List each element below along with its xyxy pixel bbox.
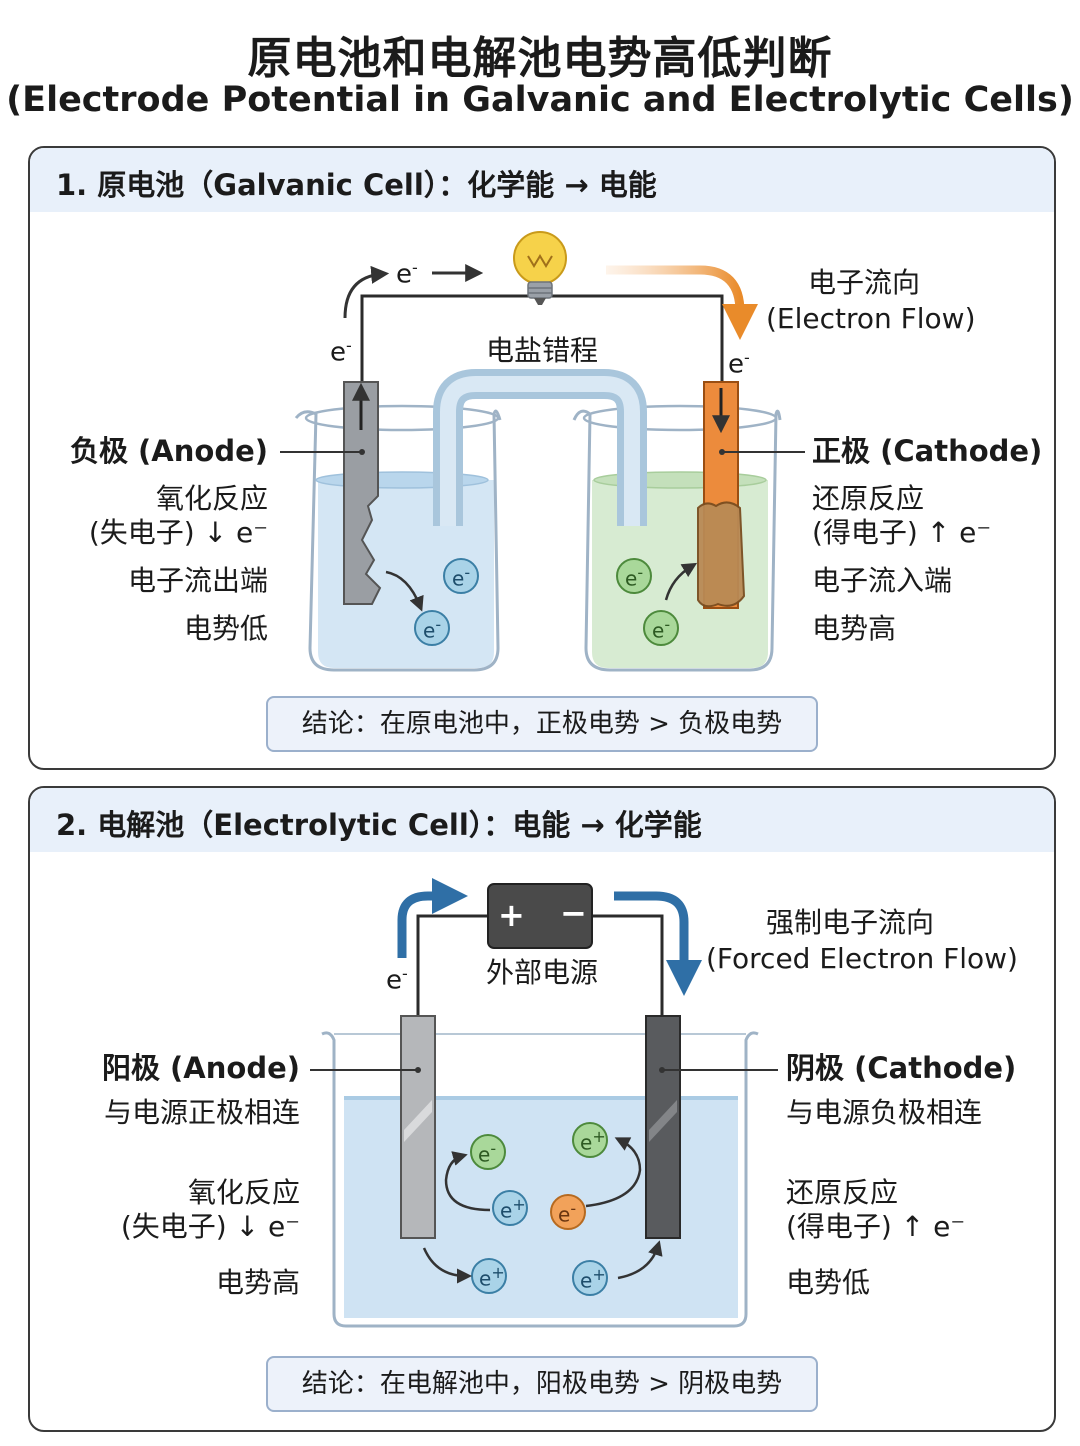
electrolytic-cathode-electron-change: (得电子) ↑ e⁻ xyxy=(786,1210,966,1243)
ion-label: e+ xyxy=(479,1263,505,1291)
salt-bridge-label: 电盐错程 xyxy=(486,334,599,367)
galvanic-anode-name: 负极 (Anode) xyxy=(69,434,268,468)
forced-flow-subtitle: (Forced Electron Flow) xyxy=(706,942,1018,975)
galvanic-cathode-reaction: 还原反应 xyxy=(812,482,925,515)
electron-label: e- xyxy=(386,964,408,996)
forced-flow-title: 强制电子流向 xyxy=(766,906,935,939)
electrolytic-panel-title: 2. 电解池（Electrolytic Cell）：电能 → 化学能 xyxy=(56,808,702,842)
galvanic-conclusion: 结论：在原电池中，正极电势 > 负极电势 xyxy=(266,696,818,752)
battery-plus-label: + xyxy=(498,896,525,934)
ion-label: e+ xyxy=(580,1265,606,1293)
galvanic-anode-reaction: 氧化反应 xyxy=(155,482,268,515)
electrolytic-conclusion: 结论：在电解池中，阳极电势 > 阴极电势 xyxy=(266,1356,818,1412)
electrolytic-anode-electron-change: (失电子) ↓ e⁻ xyxy=(120,1210,300,1243)
ion-label: e+ xyxy=(580,1127,606,1155)
ion-label: e- xyxy=(423,615,442,643)
electrolytic-anode-name: 阳极 (Anode) xyxy=(101,1051,300,1085)
electrolytic-anode-reaction: 氧化反应 xyxy=(187,1176,300,1209)
electrolytic-anode-potential: 电势高 xyxy=(215,1266,300,1299)
electron-flow-title: 电子流向 xyxy=(808,266,921,299)
power-source-label: 外部电源 xyxy=(486,956,599,989)
galvanic-cathode-name: 正极 (Cathode) xyxy=(812,434,1043,468)
electrolytic-cathode-reaction: 还原反应 xyxy=(786,1176,899,1209)
page-subtitle: (Electrode Potential in Galvanic and Ele… xyxy=(6,80,1074,120)
ion-label: e- xyxy=(452,563,471,591)
electrolytic-cathode-name: 阴极 (Cathode) xyxy=(786,1051,1017,1085)
electrolytic-anode-connect: 与电源正极相连 xyxy=(103,1096,300,1129)
page-title: 原电池和电解池电势高低判断 xyxy=(247,33,833,84)
galvanic-cathode-potential: 电势高 xyxy=(812,612,897,645)
electron-label: e- xyxy=(396,258,418,290)
ion-label: e- xyxy=(625,563,644,591)
ion-label: e- xyxy=(478,1139,497,1167)
galvanic-anode-electron-change: (失电子) ↓ e⁻ xyxy=(88,516,268,549)
galvanic-panel-header: 1. 原电池（Galvanic Cell）：化学能 → 电能 xyxy=(30,148,1054,212)
galvanic-panel-title: 1. 原电池（Galvanic Cell）：化学能 → 电能 xyxy=(56,168,657,202)
ion-label: e- xyxy=(652,615,671,643)
electrolytic-cathode-connect: 与电源负极相连 xyxy=(786,1096,983,1129)
electron-label: e- xyxy=(330,336,352,368)
galvanic-anode-role: 电子流出端 xyxy=(127,564,268,597)
ion-label: e- xyxy=(558,1199,577,1227)
electron-flow-subtitle: (Electron Flow) xyxy=(766,302,976,335)
ion-label: e+ xyxy=(500,1195,526,1223)
battery-minus-label: − xyxy=(560,894,587,932)
electron-label: e- xyxy=(728,348,750,380)
electrolytic-panel-header: 2. 电解池（Electrolytic Cell）：电能 → 化学能 xyxy=(30,788,1054,852)
galvanic-anode-potential: 电势低 xyxy=(183,612,268,645)
galvanic-cathode-role: 电子流入端 xyxy=(812,564,953,597)
galvanic-cathode-electron-change: (得电子) ↑ e⁻ xyxy=(812,516,992,549)
electrolytic-cathode-potential: 电势低 xyxy=(786,1266,871,1299)
